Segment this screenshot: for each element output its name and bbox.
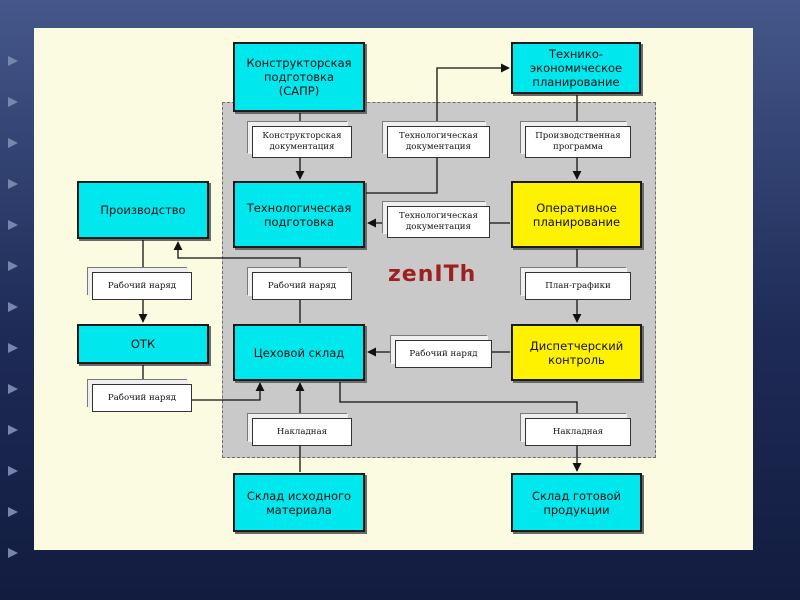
doc-schedules: План-графики — [525, 272, 631, 300]
slide-bullet-marker — [8, 548, 18, 558]
block-production[interactable]: Производство — [77, 181, 209, 239]
block-otk[interactable]: ОТК — [77, 324, 209, 364]
doc-work-order-otk: Рабочий наряд — [92, 384, 192, 412]
doc-work-order-production: Рабочий наряд — [92, 272, 192, 300]
block-shop-warehouse[interactable]: Цеховой склад — [233, 324, 365, 381]
doc-production-program: Производственная программа — [525, 126, 631, 158]
block-operational-planning[interactable]: Оперативное планирование — [511, 181, 642, 248]
doc-work-order-dispatch: Рабочий наряд — [395, 340, 492, 368]
doc-tech-documentation-mid: Технологическая документация — [387, 206, 490, 238]
block-raw-material-warehouse[interactable]: Склад исходного материала — [233, 473, 365, 532]
slide-bullet-marker — [8, 56, 18, 66]
slide-bullet-marker — [8, 507, 18, 517]
slide-bullet-marker — [8, 261, 18, 271]
block-tech-preparation[interactable]: Технологическая подготовка — [233, 181, 365, 248]
slide-bullet-marker — [8, 97, 18, 107]
block-finished-goods-warehouse[interactable]: Склад готовой продукции — [511, 473, 642, 532]
doc-work-order-shop: Рабочий наряд — [252, 272, 352, 300]
slide-bullet-marker — [8, 384, 18, 394]
slide-bullet-marker — [8, 220, 18, 230]
doc-invoice-left: Накладная — [252, 418, 352, 446]
zenith-logo: zenITh — [388, 262, 477, 287]
block-dispatch-control[interactable]: Диспетчерский контроль — [511, 324, 642, 381]
arrow-otk-to-shop — [142, 365, 265, 401]
slide-bullet-marker — [8, 179, 18, 189]
doc-invoice-right: Накладная — [525, 418, 631, 446]
slide-bullet-marker — [8, 302, 18, 312]
doc-design-documentation: Конструкторская документация — [252, 126, 352, 158]
block-cad-design[interactable]: Конструкторская подготовка (САПР) — [233, 42, 365, 112]
slide-bullet-marker — [8, 425, 18, 435]
slide-bullet-marker — [8, 343, 18, 353]
block-tech-econ-planning[interactable]: Технико- экономическое планирование — [511, 42, 641, 94]
slide-bullet-marker — [8, 138, 18, 148]
doc-tech-documentation-top: Технологическая документация — [387, 126, 490, 158]
slide-bullet-marker — [8, 466, 18, 476]
